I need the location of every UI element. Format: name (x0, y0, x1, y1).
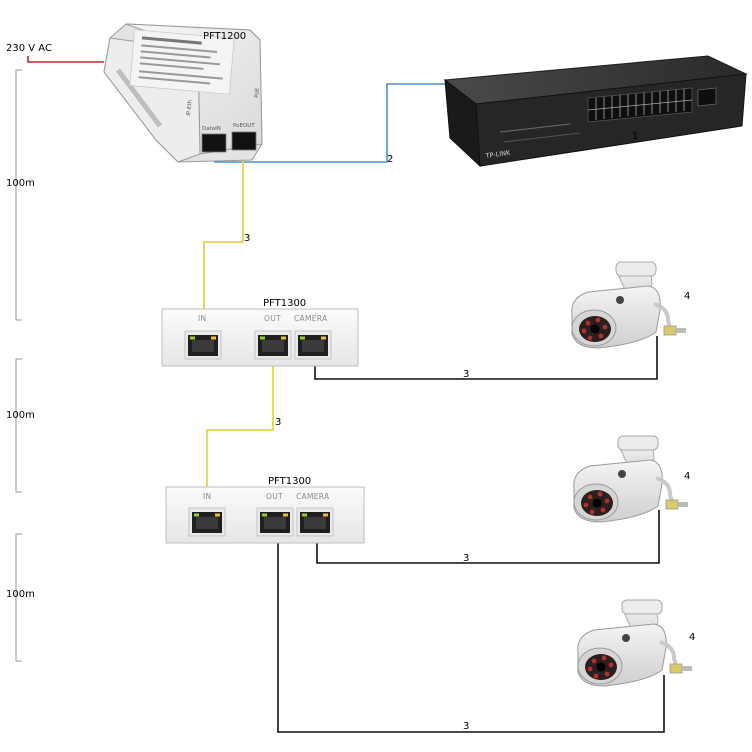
cable-number: 3 (463, 553, 469, 564)
extender-port-in-label: IN (203, 492, 211, 501)
injector-label: PFT1200 (203, 31, 246, 42)
data-in-port (201, 133, 227, 153)
ip-camera-3 (575, 598, 694, 688)
poe-extender-2: IN OUT CAMERA (165, 486, 365, 544)
camera-number: 4 (689, 632, 695, 643)
poe-out-port (231, 131, 257, 151)
poe-extender-1: IN OUT CAMERA (161, 308, 359, 367)
poe-out-label: PoEOUT (233, 123, 255, 129)
extender-label: PFT1300 (263, 298, 306, 309)
extender-in-port (188, 507, 226, 537)
cable-extender-2-to-camera-3 (277, 542, 665, 733)
distance-ruler-3: 100m (6, 533, 35, 662)
extender-port-out-label: OUT (266, 492, 283, 501)
cable-number: 3 (463, 369, 469, 380)
cable-number: 3 (463, 721, 469, 732)
ip-camera-1 (569, 260, 688, 350)
camera-number: 4 (684, 471, 690, 482)
injector-side-left-label: IP-Eth (186, 99, 194, 116)
distance-ruler-1: 100m (6, 69, 35, 321)
extender-port-out-label: OUT (264, 314, 281, 323)
extender-in-port (184, 330, 222, 360)
cable-extender-2-to-camera-2 (316, 510, 660, 564)
extender-port-camera-label: CAMERA (294, 314, 328, 323)
cable-number: 3 (275, 417, 281, 428)
cable-number: 3 (244, 233, 250, 244)
extender-label: PFT1300 (268, 476, 311, 487)
extender-port-camera-label: CAMERA (296, 492, 330, 501)
cable-injector-to-extender-1 (203, 154, 244, 310)
power-label: 230 V AC (6, 43, 52, 54)
distance-label: 100m (6, 589, 35, 600)
extender-camera-port (294, 330, 332, 360)
network-switch: TP-LINK (443, 55, 748, 168)
extender-port-in-label: IN (198, 314, 206, 323)
cable-extender-1-to-extender-2 (206, 366, 274, 488)
cable-extender-1-to-camera-1 (314, 336, 658, 380)
cable-number: 2 (387, 154, 393, 165)
data-in-label: DataIN (202, 126, 221, 132)
injector-sticker (138, 36, 223, 85)
poe-injector: DataIN PoEOUT IP-Eth PoE (103, 23, 263, 163)
ip-camera-2 (571, 434, 690, 524)
power-cable (27, 56, 104, 63)
distance-ruler-2: 100m (6, 358, 35, 493)
distance-label: 100m (6, 410, 35, 421)
extender-camera-port (296, 507, 334, 537)
camera-number: 4 (684, 291, 690, 302)
distance-label: 100m (6, 178, 35, 189)
switch-number: 1 (632, 131, 638, 142)
extender-out-port (254, 330, 292, 360)
extender-out-port (256, 507, 294, 537)
switch-port-block (587, 87, 717, 123)
switch-brand: TP-LINK (484, 149, 511, 161)
injector-side-right-label: PoE (254, 87, 261, 98)
